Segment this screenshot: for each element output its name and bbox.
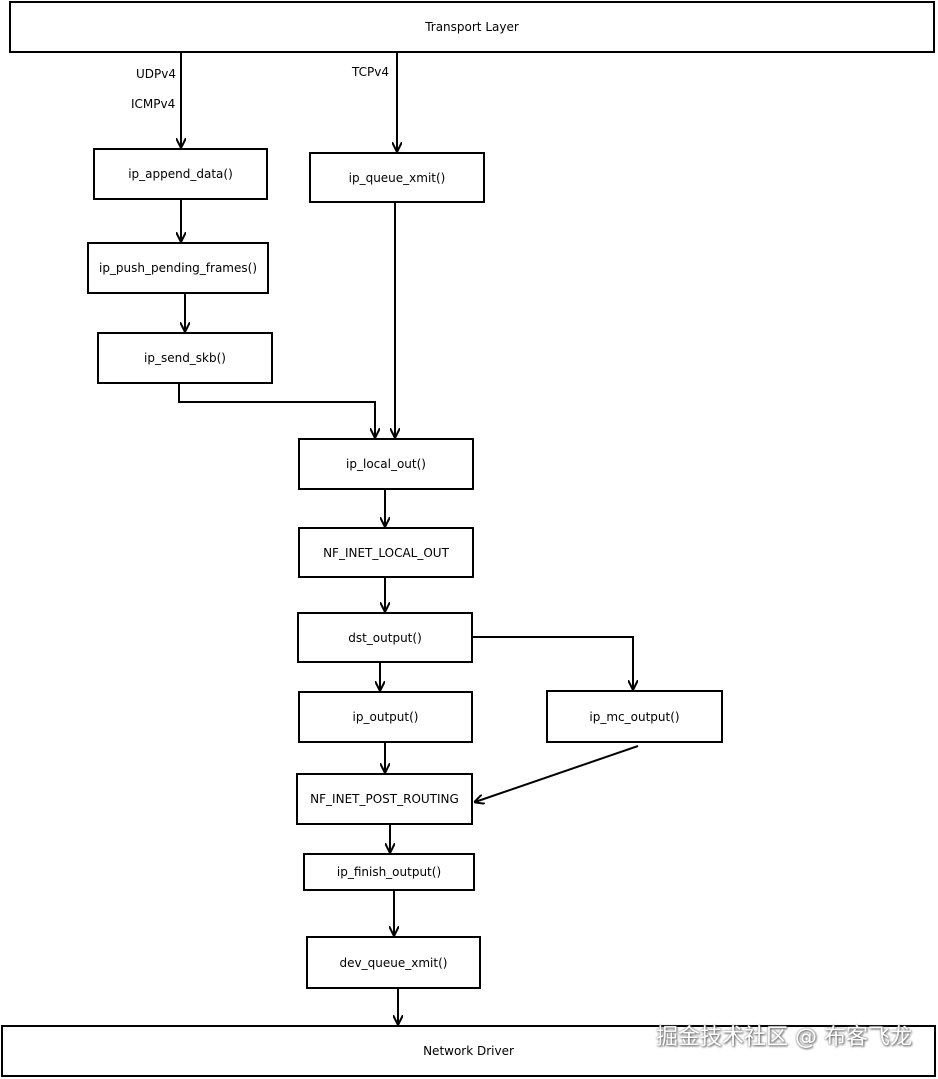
dev-queue-xmit-label: dev_queue_xmit() (339, 955, 448, 970)
ip-local-out-box: ip_local_out() (298, 438, 474, 490)
tcp-label: TCPv4 (352, 65, 389, 79)
nf-inet-post-routing-label: NF_INET_POST_ROUTING (310, 792, 459, 806)
ip-queue-xmit-label: ip_queue_xmit() (348, 170, 446, 185)
ip-push-pending-frames-label: ip_push_pending_frames() (98, 261, 257, 275)
ip-mc-output-label: ip_mc_output() (589, 709, 680, 724)
ip-finish-output-box: ip_finish_output() (303, 853, 475, 891)
udp-label: UDPv4 (136, 67, 176, 81)
ip-mc-output-box: ip_mc_output() (546, 690, 723, 743)
watermark-text: 掘金技术社区 @ 布客飞龙 (656, 1025, 912, 1050)
dst-output-label: dst_output() (348, 630, 422, 645)
ip-output-box: ip_output() (298, 691, 473, 743)
icmp-label: ICMPv4 (131, 97, 176, 111)
nf-inet-post-routing-box: NF_INET_POST_ROUTING (296, 773, 473, 825)
ip-send-skb-box: ip_send_skb() (97, 332, 273, 384)
arrow-dst-to-mc-output (472, 636, 633, 689)
ip-local-out-label: ip_local_out() (346, 457, 426, 471)
transport-layer-label: Transport Layer (425, 20, 519, 34)
arrow-mc-to-post (475, 745, 639, 802)
arrow-send-to-local-out (178, 384, 375, 437)
ip-send-skb-label: ip_send_skb() (144, 351, 226, 365)
network-driver-label: Network Driver (423, 1044, 514, 1058)
ip-append-data-box: ip_append_data() (93, 148, 268, 200)
nf-inet-local-out-label: NF_INET_LOCAL_OUT (323, 545, 449, 560)
ip-output-label: ip_output() (352, 710, 419, 724)
dev-queue-xmit-box: dev_queue_xmit() (306, 936, 481, 989)
ip-append-data-label: ip_append_data() (128, 167, 233, 181)
ip-finish-output-label: ip_finish_output() (336, 865, 442, 879)
network-driver-box: Network Driver (1, 1025, 936, 1077)
dst-output-box: dst_output() (297, 612, 473, 663)
nf-inet-local-out-box: NF_INET_LOCAL_OUT (298, 527, 474, 578)
ip-push-pending-frames-box: ip_push_pending_frames() (87, 242, 269, 294)
transport-layer-box: Transport Layer (9, 1, 935, 53)
ip-queue-xmit-box: ip_queue_xmit() (309, 152, 485, 203)
